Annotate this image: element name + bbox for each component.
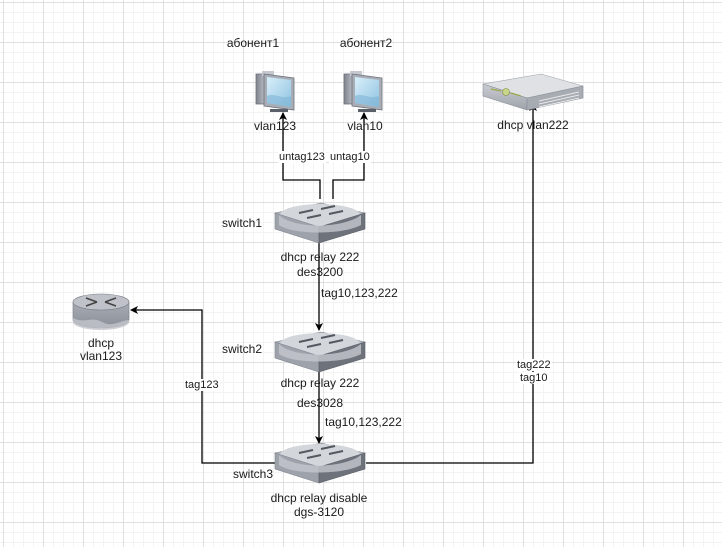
switch1-relay-label: dhcp relay 222 — [280, 250, 360, 264]
switch1-model-label: des3200 — [296, 265, 344, 279]
edge-label-sw2-sw3: tag10,123,222 — [325, 415, 402, 429]
switch-icon — [273, 331, 367, 373]
router-icon — [72, 293, 130, 330]
switch3-relay-label: dhcp relay disable — [270, 491, 368, 505]
edge-switch1-subscriber1[interactable] — [279, 112, 321, 199]
subscriber1-title: абонент1 — [226, 36, 280, 50]
switch2-model-label: des3028 — [296, 396, 344, 410]
dhcp-server-node[interactable] — [481, 72, 585, 117]
switch1-name: switch1 — [222, 216, 263, 230]
switch2-name: switch2 — [222, 342, 263, 356]
dhcp-router-node[interactable] — [72, 292, 130, 335]
switch2-relay-label: dhcp relay 222 — [280, 376, 360, 390]
edge-label-tag222: tag222 — [516, 359, 552, 372]
edge-label-untag10: untag10 — [329, 151, 371, 164]
subscriber2-label: vlan10 — [347, 119, 383, 133]
switch-icon — [273, 202, 367, 244]
dhcp-router-label-2: vlan123 — [79, 349, 123, 363]
edge-label-tag10: tag10 — [519, 372, 549, 385]
computer-icon — [255, 71, 295, 112]
dhcp-server-label: dhcp vlan222 — [497, 118, 569, 132]
switch2-node[interactable] — [273, 330, 367, 379]
subscriber2-title: абонент2 — [339, 36, 393, 50]
switch-icon — [273, 442, 367, 484]
edge-label-sw1-sw2: tag10,123,222 — [321, 286, 398, 300]
edge-switch3-dhcp-server[interactable] — [366, 103, 537, 464]
computer-icon — [343, 71, 383, 112]
switch3-name: switch3 — [233, 467, 274, 481]
switch1-node[interactable] — [273, 201, 367, 250]
switch3-node[interactable] — [273, 441, 367, 490]
dhcp-router-label-1: dhcp — [87, 336, 115, 350]
subscriber1-node[interactable] — [254, 70, 300, 119]
edge-switch1-subscriber2[interactable] — [332, 112, 368, 199]
server-icon — [482, 73, 584, 111]
edge-label-untag123: untag123 — [278, 151, 326, 164]
switch3-model-label: dgs-3120 — [293, 505, 345, 519]
edge-label-tag123: tag123 — [184, 379, 220, 392]
subscriber1-label: vlan123 — [253, 119, 297, 133]
subscriber2-node[interactable] — [342, 70, 388, 119]
